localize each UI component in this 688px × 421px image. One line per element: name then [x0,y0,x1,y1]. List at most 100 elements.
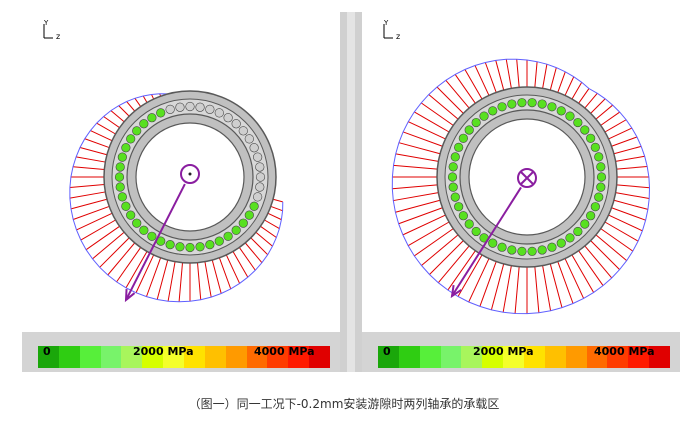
scale-segment [628,346,650,368]
pressure-line [616,184,650,189]
pressure-line [611,207,646,221]
pressure-line [135,254,155,293]
load-arrow-head [124,288,136,303]
scale-segment [267,346,289,368]
rolling-ball [147,231,157,241]
pressure-line [395,153,439,162]
pressure-line [495,60,505,91]
rolling-ball [195,102,205,112]
rolling-ball [121,201,131,211]
load-arrow [125,183,186,301]
pressure-line [571,82,583,100]
axis-z-label: z [396,32,400,41]
scale-segment [121,346,143,368]
rolling-ball [537,99,547,109]
rolling-ball [255,182,265,192]
pressure-line [414,228,454,257]
rolling-ball [244,210,254,220]
rolling-ball [139,225,149,235]
rolling-ball [175,242,185,252]
rolling-ball [479,111,489,121]
bearing-rings [103,90,277,264]
pressure-line [590,240,620,270]
scale-segment [246,346,268,368]
scale-segment [419,346,441,368]
pressure-line [505,59,512,89]
rolling-ball [464,125,474,135]
pressure-line [429,240,464,275]
pressure-line [542,64,548,89]
rolling-ball [580,125,590,135]
load-distribution [69,93,284,303]
rolling-ball [223,231,233,241]
pressure-line [407,221,450,247]
scale-segment [586,346,608,368]
scale-segment [544,346,566,368]
pressure-line [437,245,470,284]
scale-segment [100,346,122,368]
scale-segment [461,346,483,368]
rolling-ball [547,242,557,252]
scale-segment [607,346,629,368]
axis-z-label: z [56,32,60,41]
axes-icon: Yz [383,19,400,41]
pressure-line [571,254,595,293]
rolling-ball [471,226,481,237]
rolling-ball [586,133,596,143]
pressure-line [393,192,439,202]
rolling-ball [156,108,166,118]
load-distribution [391,58,651,315]
rolling-ball [590,142,600,152]
rolling-ball [238,126,248,136]
pressure-line [126,101,136,112]
pressure-line [96,122,116,135]
pressure-line [267,212,282,221]
rolling-ball [126,210,136,220]
rolling-ball [249,143,259,153]
scale-segment [482,346,504,368]
pressure-line [474,65,490,96]
pressure-line [92,231,125,260]
pressure-line [414,111,450,133]
pressure-line [549,263,563,308]
pressure-line [73,205,110,220]
rolling-ball [205,240,215,250]
pressure-line [103,116,120,129]
pressure-line [118,105,130,117]
pressure-line [608,127,633,140]
rolling-ball [488,106,498,116]
pressure-line [79,147,108,156]
rolling-ball [231,119,241,129]
pressure-envelope [391,58,651,315]
load-arrow-head [450,284,462,299]
rolling-ball [497,242,507,252]
pressure-line [75,156,106,163]
rolling-ball [175,102,185,112]
pressure-line [464,69,483,100]
pressure-line [502,265,512,313]
scale-segment [440,346,462,368]
rolling-ball [223,113,233,123]
left-scale-label-0: 0 [43,345,51,358]
pressure-line [468,258,490,303]
rolling-ball [147,113,157,123]
pressure-line [600,111,621,126]
pressure-line [549,67,557,91]
axis-y-label: Y [43,19,49,27]
rolling-ball [117,152,127,162]
pressure-line [445,79,470,109]
right-bearing-diagram: Yz [383,19,651,315]
pressure-line [611,136,638,147]
panel-divider [340,12,362,372]
rolling-ball [565,111,575,121]
pressure-line [196,262,202,300]
scale-segment [142,346,164,368]
rolling-ball [596,172,607,182]
pressure-line [99,237,130,268]
rolling-ball [556,238,566,248]
rolling-ball [580,219,590,229]
bore [135,122,245,232]
pressure-line [616,165,648,170]
rolling-ball [255,162,265,172]
pressure-envelope [69,93,284,303]
